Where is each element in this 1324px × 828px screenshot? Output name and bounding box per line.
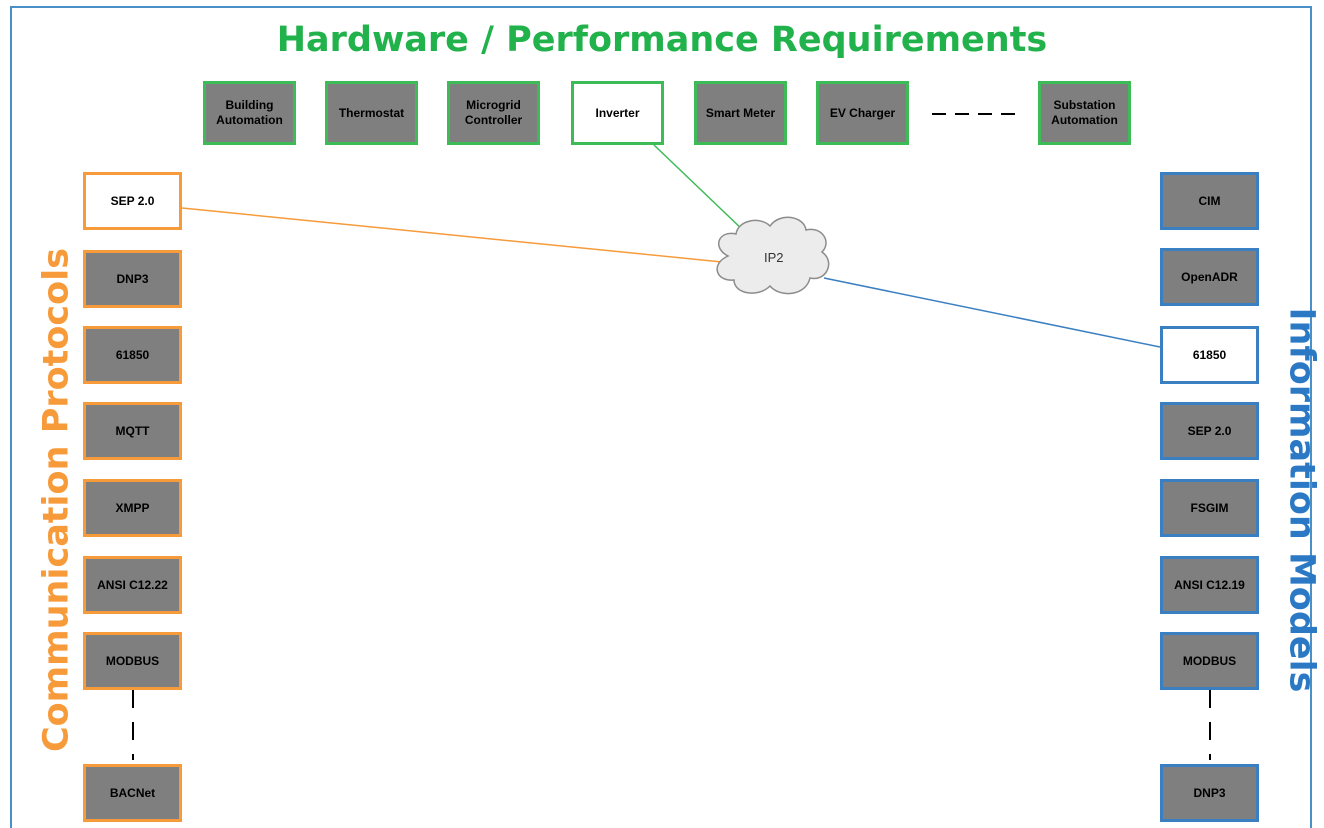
connector-protocol-cloud <box>181 207 723 263</box>
model-modbus[interactable]: MODBUS <box>1160 632 1259 690</box>
protocol-ansi-c1222[interactable]: ANSI C12.22 <box>83 556 182 614</box>
hardware-inverter[interactable]: Inverter <box>571 81 664 145</box>
cloud-label: IP2 <box>764 250 784 265</box>
hardware-title: Hardware / Performance Requirements <box>276 20 1048 60</box>
protocol-bacnet[interactable]: BACNet <box>83 764 182 822</box>
connector-cloud-model <box>823 277 1161 348</box>
model-ansi-c1219[interactable]: ANSI C12.19 <box>1160 556 1259 614</box>
model-61850[interactable]: 61850 <box>1160 326 1259 384</box>
model-fsgim[interactable]: FSGIM <box>1160 479 1259 537</box>
protocol-xmpp[interactable]: XMPP <box>83 479 182 537</box>
protocol-61850[interactable]: 61850 <box>83 326 182 384</box>
model-dnp3[interactable]: DNP3 <box>1160 764 1259 822</box>
hardware-smart-meter[interactable]: Smart Meter <box>694 81 787 145</box>
protocol-mqtt[interactable]: MQTT <box>83 402 182 460</box>
protocol-sep20[interactable]: SEP 2.0 <box>83 172 182 230</box>
protocol-dnp3[interactable]: DNP3 <box>83 250 182 308</box>
protocol-modbus[interactable]: MODBUS <box>83 632 182 690</box>
model-openadr[interactable]: OpenADR <box>1160 248 1259 306</box>
diagram-frame <box>10 6 1312 828</box>
model-sep20[interactable]: SEP 2.0 <box>1160 402 1259 460</box>
hardware-thermostat[interactable]: Thermostat <box>325 81 418 145</box>
network-cloud <box>716 216 830 295</box>
hardware-ev-charger[interactable]: EV Charger <box>816 81 909 145</box>
model-cim[interactable]: CIM <box>1160 172 1259 230</box>
connector-inverter-cloud <box>653 144 746 233</box>
